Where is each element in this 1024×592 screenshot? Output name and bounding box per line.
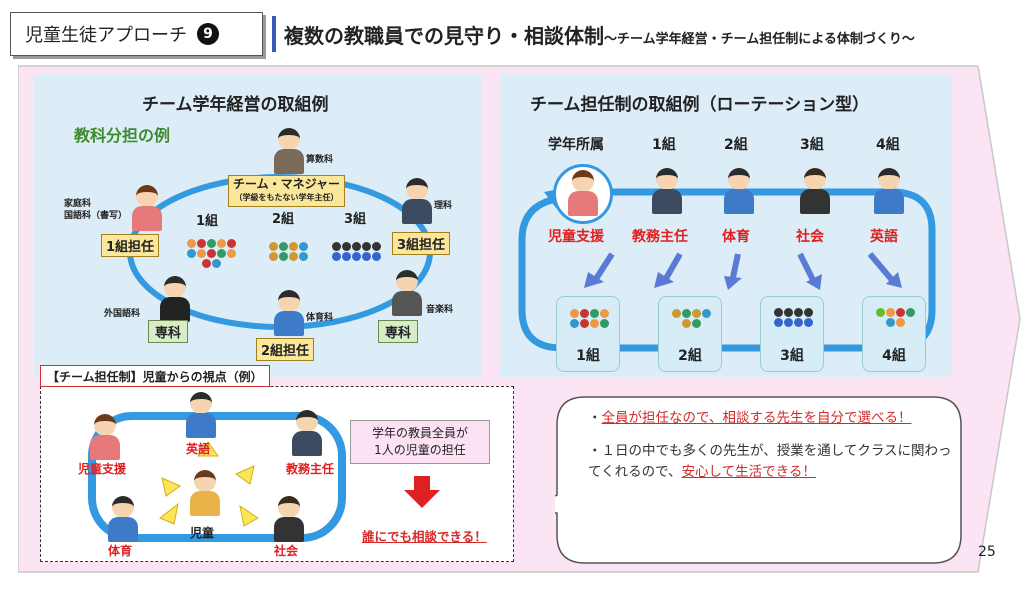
whole-grade-line1: 学年の教員全員が xyxy=(371,426,468,440)
page-number: 25 xyxy=(978,544,996,560)
role-class1: 1組担任 xyxy=(101,234,160,257)
role-kyomu: 教務主任 xyxy=(632,229,688,245)
section-tag-label: 児童生徒アプローチ xyxy=(25,25,187,46)
subject-split-heading: 教科分担の例 xyxy=(74,126,171,145)
bullet-2-text: １日の中でも多くの先生が、授業を通してクラスに関わってくれるので、 xyxy=(588,443,952,480)
rotation-class3-label: 3組 xyxy=(780,348,804,364)
child-view-support: 児童支援 xyxy=(78,462,127,476)
subject-music: 音楽科 xyxy=(426,305,454,315)
role-class3: 3組担任 xyxy=(392,232,451,255)
col-class1: 1組 xyxy=(652,137,676,153)
page-title: 複数の教職員での見守り・相談体制～チーム学年経営・チーム担任制による体制づくり～ xyxy=(284,20,915,49)
rotation-class2-label: 2組 xyxy=(678,348,702,364)
role-specialist-right: 専科 xyxy=(378,320,419,343)
role-class2: 2組担任 xyxy=(256,338,315,361)
rotation-class4-box: 4組 xyxy=(862,296,926,372)
bullet-item-2: ・１日の中でも多くの先生が、授業を通してクラスに関わってくれるので、安心して生活… xyxy=(588,441,958,483)
support-teacher-mini-icon xyxy=(88,414,122,460)
foreign-teacher-icon xyxy=(158,276,192,322)
class-label-3: 3組 xyxy=(344,212,367,227)
bullet-1-highlight: 全員が担任なので、相談する先生を自分で選べる！ xyxy=(601,410,912,426)
section-number-badge: 9 xyxy=(197,23,219,45)
col-class2: 2組 xyxy=(724,137,748,153)
team-grade-title: チーム学年経営の取組例 xyxy=(142,95,329,115)
rotation-arrows xyxy=(584,252,902,290)
manager-teacher-icon xyxy=(272,128,306,174)
social-teacher-mini-icon xyxy=(272,496,306,542)
kyomu-teacher-mini-icon xyxy=(290,410,324,456)
child-label: 児童 xyxy=(190,526,215,540)
bullet-marker: ・ xyxy=(588,443,602,459)
social-teacher-icon xyxy=(798,168,832,214)
subject-home-japanese: 家庭科 国語科（書写） xyxy=(64,199,128,221)
rotation-class1-box: 1組 xyxy=(556,296,620,372)
child-view-kyomu: 教務主任 xyxy=(286,462,335,476)
whole-grade-note: 学年の教員全員が 1人の児童の担任 xyxy=(350,420,490,464)
page-title-main: 複数の教職員での見守り・相談体制 xyxy=(284,24,604,48)
english-teacher-mini-icon xyxy=(184,392,218,438)
support-teacher-icon xyxy=(566,170,600,216)
child-icon xyxy=(188,470,222,516)
team-homeroom-title: チーム担任制の取組例（ローテーション型） xyxy=(530,95,870,115)
rotation-class1-label: 1組 xyxy=(576,348,600,364)
page-subtitle: ～チーム学年経営・チーム担任制による体制づくり～ xyxy=(604,32,915,47)
role-social: 社会 xyxy=(796,229,824,245)
consult-anyone-text: 誰にでも相談できる！ xyxy=(362,529,487,544)
down-arrow-icon xyxy=(404,476,440,508)
class2-students-image xyxy=(262,226,314,276)
class1-teacher-icon xyxy=(130,185,164,231)
rotation-class3-box: 3組 xyxy=(760,296,824,372)
role-pe: 体育 xyxy=(722,229,750,245)
bullet-list: ・全員が担任なので、相談する先生を自分で選べる！ ・１日の中でも多くの先生が、授… xyxy=(588,408,958,483)
rotation-class2-box: 2組 xyxy=(658,296,722,372)
class-label-1: 1組 xyxy=(196,214,219,229)
subject-math: 算数科 xyxy=(306,155,334,165)
kyomu-teacher-icon xyxy=(650,168,684,214)
class3-teacher-icon xyxy=(400,178,434,224)
col-class3: 3組 xyxy=(800,137,824,153)
col-grade-belong: 学年所属 xyxy=(548,137,604,153)
pe-teacher-mini-icon xyxy=(106,496,140,542)
child-view-social: 社会 xyxy=(274,544,299,558)
class-label-2: 2組 xyxy=(272,212,295,227)
manager-label: チーム・マネジャー xyxy=(233,177,341,191)
rotation-class4-label: 4組 xyxy=(882,348,906,364)
speech-bubble xyxy=(555,396,962,564)
whole-grade-line2: 1人の児童の担任 xyxy=(374,443,466,457)
section-tag: 児童生徒アプローチ 9 xyxy=(10,12,263,56)
child-loop xyxy=(88,412,346,542)
child-perspective-tag: 【チーム担任制】児童からの視点（例） xyxy=(40,365,270,387)
subject-foreign: 外国語科 xyxy=(104,309,141,319)
pe-teacher-icon xyxy=(722,168,756,214)
bullet-marker: ・ xyxy=(588,410,602,426)
manager-note: （学級をもたない学年主任） xyxy=(234,193,339,202)
child-view-pe: 体育 xyxy=(108,544,133,558)
title-accent-bar xyxy=(272,16,276,52)
subject-pe: 体育科 xyxy=(306,313,334,323)
bullet-2-highlight: 安心して生活できる！ xyxy=(681,464,816,480)
music-teacher-icon xyxy=(390,270,424,316)
role-support: 児童支援 xyxy=(548,229,604,245)
class2-teacher-icon xyxy=(272,290,306,336)
class3-students-image xyxy=(326,232,386,270)
child-view-english: 英語 xyxy=(186,442,211,456)
bullet-item-1: ・全員が担任なので、相談する先生を自分で選べる！ xyxy=(588,408,958,429)
col-class4: 4組 xyxy=(876,137,900,153)
english-teacher-icon xyxy=(872,168,906,214)
class1-students-image xyxy=(182,228,240,278)
role-specialist-left: 専科 xyxy=(148,320,189,343)
subject-science: 理科 xyxy=(434,201,453,211)
role-english: 英語 xyxy=(870,229,898,245)
manager-box: チーム・マネジャー （学級をもたない学年主任） xyxy=(228,175,346,207)
